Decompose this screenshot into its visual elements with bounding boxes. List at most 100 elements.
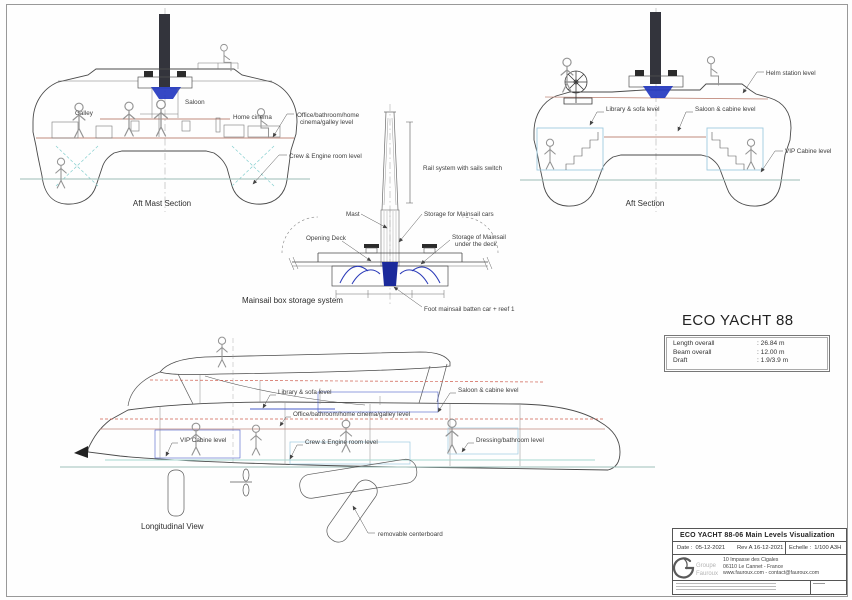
spec-row-length: Length overall : 26.84 m: [673, 340, 785, 347]
label-dressing-level: Dressing/bathroom level: [476, 437, 544, 444]
revision-row: Date : 05-12-2021 Rev A 16-12-2021 Echel…: [673, 542, 846, 555]
leader-line: [589, 111, 604, 126]
leader-line: [165, 442, 178, 457]
leader-line: [289, 444, 303, 460]
leader-line: [393, 286, 423, 308]
deck-winch: [668, 70, 677, 76]
stair-box: [536, 127, 604, 171]
company-address: 10 Impasse des Cigales 06110 Le Cannet -…: [723, 557, 820, 577]
leader-line: [461, 442, 474, 453]
centerboard-deployed: [326, 479, 378, 543]
person-figure: [544, 138, 556, 170]
aft-section-view: Helm station level Library & sofa level …: [520, 8, 831, 212]
leader-line: [760, 150, 783, 173]
leader-line: [341, 240, 372, 262]
company-logo: Groupe Fauroux: [672, 555, 721, 580]
mainsail-box-view: Rail system with sails switch Mast Stora…: [242, 104, 515, 313]
crew-zone-box: [289, 441, 411, 465]
label-crew-level: Crew & Engine room level: [305, 439, 378, 446]
longitudinal-view: Library & sofa level Saloon & cabine lev…: [60, 336, 655, 543]
mast-base-blue: [643, 86, 673, 98]
label-saloon-cabine-level: Saloon & cabine level: [458, 387, 519, 394]
sail-bundle: [382, 262, 398, 286]
aft-mast-section-view: Galley Saloon Home cinema Office/bathroo…: [20, 8, 362, 212]
bulkheads: [159, 403, 521, 466]
spec-table: Length overall : 26.84 m Beam overall : …: [664, 335, 830, 372]
stack-hatch: [383, 211, 397, 265]
hull-profile-outline: [87, 401, 621, 471]
leader-line: [272, 113, 294, 138]
hull-cross-section-outline: [32, 68, 298, 205]
vip-zone-box: [154, 429, 241, 459]
caption-mainsail-box: Mainsail box storage system: [242, 296, 343, 305]
label-vip-level: VIP Cabine level: [785, 148, 831, 155]
break-marks: [288, 256, 493, 271]
hull-hatch-marks: [55, 145, 275, 187]
person-figure: [154, 99, 168, 137]
folded-sail-blue: [339, 265, 441, 285]
stair-box: [706, 127, 764, 171]
disclaimer-row: [673, 581, 846, 594]
visa-cell: [810, 581, 846, 594]
deck-winch: [177, 71, 186, 77]
dressing-zone-box: [447, 427, 519, 455]
propeller: [230, 468, 252, 497]
opening-arc: [281, 216, 319, 254]
leader-line: [437, 392, 456, 413]
label-home-cinema: Home cinema: [233, 114, 272, 121]
label-saloon: Saloon: [185, 99, 205, 106]
person-figure: [250, 424, 262, 456]
title-block: ECO YACHT 88-06 Main Levels Visualizatio…: [672, 528, 847, 595]
company-row: Groupe Fauroux 10 Impasse des Cigales 06…: [672, 555, 846, 581]
leader-line: [252, 154, 287, 185]
date-cell: Date : 05-12-2021: [677, 545, 726, 551]
person-figure: [339, 419, 353, 453]
saloon-zone-box: [317, 391, 439, 413]
yacht-title: ECO YACHT 88: [682, 312, 794, 329]
rail-bracket: [406, 121, 413, 204]
leader-line: [677, 111, 693, 132]
mast: [159, 14, 170, 87]
rudder: [167, 469, 185, 517]
leader-line: [398, 213, 423, 243]
hardtop-roof: [159, 351, 451, 375]
seated-person-figure: [706, 56, 720, 86]
deck-winch: [144, 71, 153, 77]
label-saloon-cabine-level: Saloon & cabine level: [695, 106, 756, 113]
leader-line: [262, 394, 276, 409]
svg-text:Fauroux: Fauroux: [696, 571, 718, 577]
caption-longitudinal-view: Longitudinal View: [141, 522, 204, 531]
label-rail-system: Rail system with sails switch: [423, 165, 503, 172]
mast: [650, 12, 661, 84]
person-figure: [55, 157, 67, 189]
label-crew-level: Crew & Engine room level: [289, 153, 362, 160]
label-library-level: Library & sofa level: [278, 389, 332, 396]
svg-text:Groupe: Groupe: [696, 563, 717, 569]
label-centerboard: removable centerboard: [378, 531, 443, 538]
leader-line: [352, 505, 375, 534]
mast-base-blue: [151, 87, 181, 99]
deck-box: [317, 252, 463, 262]
person-figure: [216, 336, 228, 368]
seated-person-figure: [220, 43, 232, 72]
label-library-level: Library & sofa level: [606, 106, 660, 113]
mast-profile: [381, 111, 399, 211]
spec-row-draft: Draft : 1.9/3.9 m: [673, 357, 789, 365]
helm-wheel: [563, 70, 593, 105]
groupe-fauroux-logo-icon: Groupe Fauroux: [672, 557, 718, 579]
roof-supports: [127, 363, 448, 407]
leader-line: [420, 239, 451, 265]
label-galley: Galley: [75, 110, 94, 117]
caption-aft-mast-section: Aft Mast Section: [133, 199, 191, 208]
deck-winch: [635, 70, 644, 76]
staircase: [565, 132, 599, 170]
person-figure: [745, 138, 757, 170]
label-foot-mainsail: Foot mainsail batten car + reef 1: [424, 306, 515, 313]
spec-row-beam: Beam overall : 12.00 m: [673, 348, 785, 356]
revision-cell: Rev A 16-12-2021: [737, 545, 784, 551]
dimension-lines: [335, 290, 445, 298]
scale-cell: Echelle : 1/100 A3H: [785, 542, 846, 554]
bow-marker: [74, 446, 88, 458]
